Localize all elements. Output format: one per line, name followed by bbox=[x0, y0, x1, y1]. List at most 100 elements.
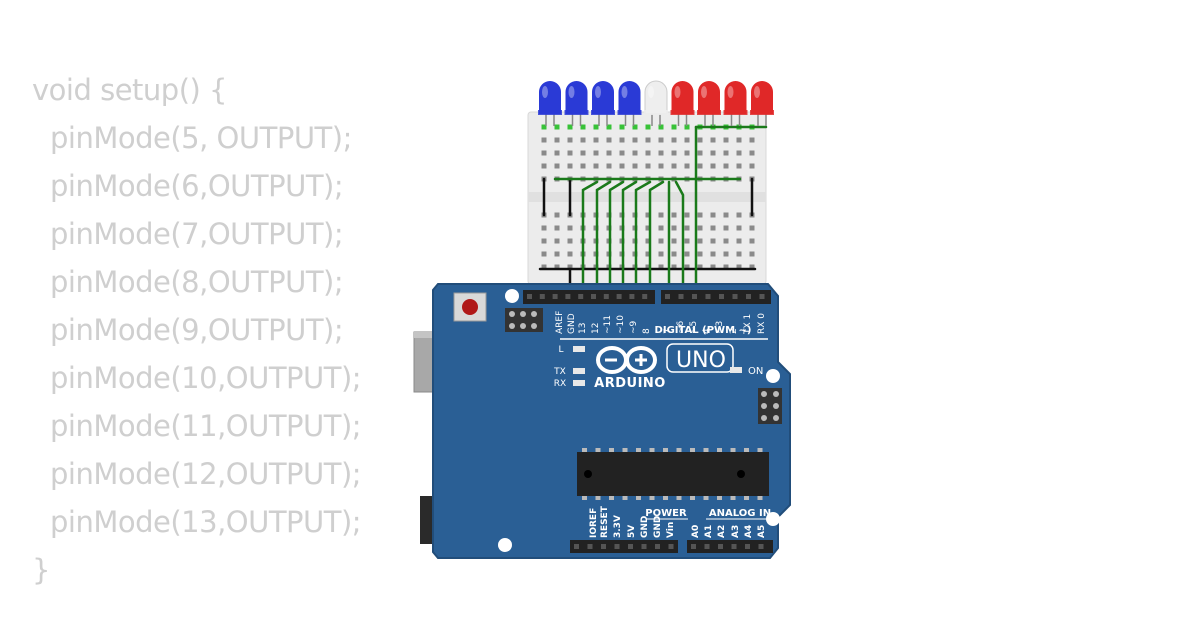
code-line: pinMode(12,OUTPUT); bbox=[50, 457, 362, 491]
pin-label: 8 bbox=[642, 328, 652, 334]
led-red bbox=[750, 81, 774, 126]
breadboard-hole bbox=[671, 212, 677, 218]
led-red bbox=[723, 81, 748, 126]
breadboard-hole bbox=[749, 251, 755, 257]
led-l bbox=[573, 346, 585, 352]
wire bbox=[621, 180, 638, 295]
breadboard-hole bbox=[619, 163, 625, 169]
breadboard-hole bbox=[697, 238, 703, 244]
on-label: ON bbox=[748, 366, 763, 377]
breadboard-hole bbox=[567, 251, 573, 257]
breadboard-hole bbox=[645, 137, 651, 143]
breadboard-hole bbox=[749, 238, 755, 244]
breadboard-hole bbox=[671, 238, 677, 244]
code-line: pinMode(13,OUTPUT); bbox=[50, 505, 362, 539]
pin-label: ~6 bbox=[676, 320, 686, 334]
led-on bbox=[730, 367, 742, 373]
wire bbox=[648, 180, 665, 295]
header-power bbox=[570, 540, 678, 553]
chip-pins bbox=[582, 448, 763, 500]
breadboard-hole bbox=[567, 150, 573, 156]
breadboard-hole bbox=[671, 124, 677, 130]
breadboard-hole bbox=[710, 251, 716, 257]
breadboard-hole bbox=[554, 264, 560, 270]
wire bbox=[581, 180, 599, 295]
breadboard-hole bbox=[684, 137, 690, 143]
chip-notch bbox=[584, 470, 592, 478]
breadboard-hole bbox=[658, 264, 664, 270]
breadboard-hole bbox=[710, 212, 716, 218]
code-line: pinMode(8,OUTPUT); bbox=[50, 265, 344, 299]
breadboard-hole bbox=[541, 264, 547, 270]
chip-dot bbox=[737, 470, 745, 478]
breadboard-hole bbox=[749, 225, 755, 231]
breadboard-hole bbox=[645, 163, 651, 169]
pin-label: 4 bbox=[702, 328, 712, 334]
breadboard-hole bbox=[645, 124, 651, 130]
breadboard-hole bbox=[593, 124, 599, 130]
breadboard-hole bbox=[632, 137, 638, 143]
breadboard-hole bbox=[710, 137, 716, 143]
pin-label: IOREF bbox=[589, 508, 599, 538]
breadboard-hole bbox=[671, 251, 677, 257]
breadboard-hole bbox=[645, 212, 651, 218]
mounting-hole bbox=[505, 289, 519, 303]
led-rx bbox=[573, 380, 585, 386]
breadboard-hole bbox=[606, 150, 612, 156]
breadboard-hole bbox=[658, 212, 664, 218]
icsp-pins bbox=[509, 311, 537, 329]
breadboard-hole bbox=[658, 137, 664, 143]
breadboard-center-channel bbox=[528, 192, 766, 202]
breadboard-hole bbox=[736, 264, 742, 270]
pin-label: 12 bbox=[591, 323, 601, 334]
pin-label: ~5 bbox=[689, 321, 699, 334]
breadboard bbox=[527, 111, 767, 285]
led-blue bbox=[591, 81, 615, 126]
breadboard-hole bbox=[710, 163, 716, 169]
breadboard-hole bbox=[658, 238, 664, 244]
breadboard-hole bbox=[645, 225, 651, 231]
breadboard-hole bbox=[723, 163, 729, 169]
led-white bbox=[644, 80, 668, 126]
led-row bbox=[538, 80, 774, 126]
code-line: void setup() { bbox=[32, 73, 228, 107]
breadboard-hole bbox=[749, 137, 755, 143]
wire bbox=[634, 180, 652, 295]
pin-label: GND bbox=[640, 516, 650, 538]
led-tx bbox=[573, 368, 585, 374]
code-line: pinMode(11,OUTPUT); bbox=[50, 409, 362, 443]
breadboard-hole bbox=[671, 163, 677, 169]
breadboard-hole bbox=[710, 150, 716, 156]
pin-label: ~10 bbox=[616, 315, 626, 334]
breadboard-hole bbox=[684, 264, 690, 270]
code-line: pinMode(9,OUTPUT); bbox=[50, 313, 344, 347]
led-l-label: L bbox=[558, 345, 563, 355]
mounting-hole bbox=[766, 369, 780, 383]
header-pins bbox=[527, 294, 765, 549]
breadboard-hole bbox=[658, 124, 664, 130]
pin-label: RX 0 bbox=[757, 313, 767, 334]
reset-button-cap[interactable] bbox=[462, 299, 478, 315]
mounting-hole bbox=[498, 538, 512, 552]
breadboard-hole bbox=[606, 124, 612, 130]
pin-label: GND bbox=[567, 313, 577, 334]
breadboard-hole bbox=[580, 150, 586, 156]
breadboard-hole bbox=[554, 163, 560, 169]
breadboard-hole bbox=[710, 264, 716, 270]
icsp-pins-right bbox=[761, 391, 779, 421]
breadboard-hole bbox=[723, 238, 729, 244]
header-top-right bbox=[661, 290, 771, 304]
pin-label: TX 1 bbox=[743, 314, 753, 335]
breadboard-hole bbox=[723, 225, 729, 231]
pin-label: A3 bbox=[731, 525, 741, 538]
breadboard-hole bbox=[736, 225, 742, 231]
pin-label: RESET bbox=[600, 505, 610, 538]
breadboard-hole bbox=[671, 264, 677, 270]
breadboard-hole bbox=[541, 251, 547, 257]
breadboard-hole bbox=[697, 251, 703, 257]
breadboard-hole bbox=[541, 137, 547, 143]
breadboard-hole bbox=[619, 150, 625, 156]
breadboard-hole bbox=[606, 137, 612, 143]
